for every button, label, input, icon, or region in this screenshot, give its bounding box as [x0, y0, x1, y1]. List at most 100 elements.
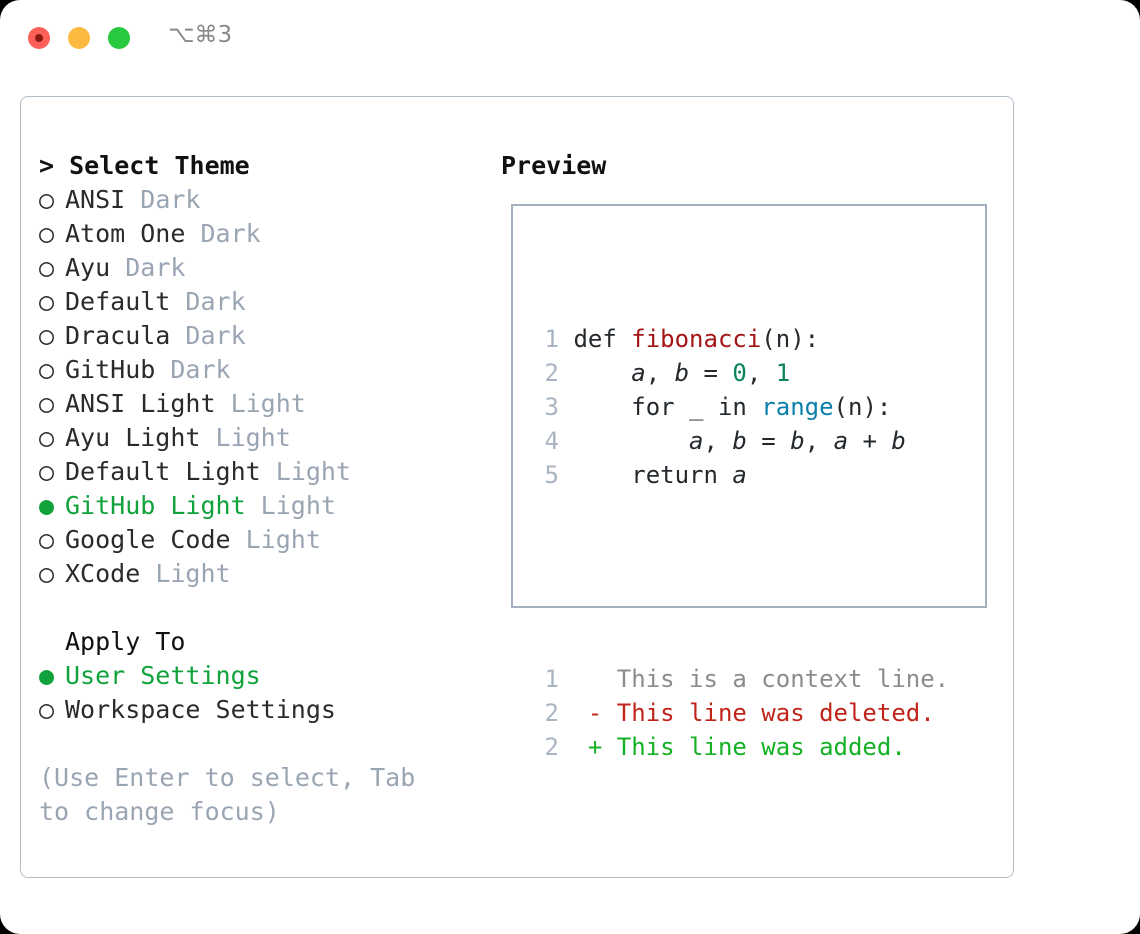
theme-name-label: GitHub Light [65, 491, 261, 520]
line-number: 5 [544, 461, 559, 489]
theme-variant-label: Dark [170, 355, 231, 384]
preview-column: Preview [501, 149, 1001, 183]
code-token: b [674, 359, 690, 387]
apply-to-label: User Settings [65, 661, 261, 690]
theme-list-item[interactable]: ○ ANSI Dark [39, 183, 469, 217]
theme-variant-label: Dark [185, 287, 246, 316]
theme-variant-label: Dark [140, 185, 201, 214]
theme-list-item[interactable]: ○ANSI Light Light [39, 387, 469, 421]
diff-line-number: 1 [544, 665, 559, 693]
theme-list-item[interactable]: ○Default Light Light [39, 455, 469, 489]
theme-name-label: ANSI [65, 185, 141, 214]
radio-unselected-icon: ○ [39, 253, 55, 282]
theme-list-item[interactable]: ○Ayu Dark [39, 251, 469, 285]
code-token: a [833, 427, 849, 455]
diff-line-text: + This line was added. [559, 733, 906, 761]
apply-to-list[interactable]: ● User Settings ○Workspace Settings [39, 659, 469, 727]
theme-variant-label: Light [245, 525, 321, 554]
theme-list-item[interactable]: ○ Ayu Light Light [39, 421, 469, 455]
code-token: return [573, 461, 733, 489]
code-token: 1 [775, 359, 791, 387]
diff-lines: 1 This is a context line. 2 - This line w… [533, 662, 950, 764]
theme-name-label: GitHub [65, 355, 171, 384]
radio-selected-icon: ● [39, 661, 55, 690]
radio-unselected-icon: ○ [39, 423, 55, 452]
apply-to-item[interactable]: ○Workspace Settings [39, 693, 469, 727]
theme-variant-label: Light [275, 457, 351, 486]
code-token: b [732, 427, 747, 455]
code-token: a [631, 359, 646, 387]
code-token: = [689, 359, 733, 387]
theme-variant-label: Light [155, 559, 231, 588]
theme-selection-column: > Select Theme ○ANSI Dark○Atom One Dark○… [39, 149, 469, 829]
line-number: 2 [544, 359, 559, 387]
diff-line-text: This is a context line. [559, 665, 950, 693]
apply-to-item[interactable]: ● User Settings [39, 659, 469, 693]
list-spacer [39, 591, 469, 625]
code-line: 4 a, b = b, a + b [533, 424, 949, 458]
code-line: 3 for _ in range(n): [533, 390, 949, 424]
theme-list[interactable]: ○ANSI Dark○Atom One Dark○Ayu Dark○Defaul… [39, 183, 469, 591]
radio-unselected-icon: ○ [39, 457, 55, 486]
code-token: 0 [732, 359, 747, 387]
title-bar: ⌥⌘3 [0, 0, 1140, 78]
keyboard-hint: (Use Enter to select, Tab to change focu… [39, 763, 416, 826]
code-token: for _ in [573, 393, 762, 421]
minimize-button[interactable] [68, 27, 90, 49]
radio-unselected-icon: ○ [39, 287, 55, 316]
diff-line-number: 2 [544, 699, 559, 727]
theme-variant-label: Dark [185, 321, 246, 350]
code-token: (n): [761, 325, 820, 353]
code-token: , [645, 359, 675, 387]
code-token: = [746, 427, 791, 455]
theme-list-item[interactable]: ○ Google Code Light [39, 523, 469, 557]
theme-list-item[interactable]: ○XCode Light [39, 557, 469, 591]
line-number: 1 [544, 325, 559, 353]
radio-unselected-icon: ○ [39, 219, 55, 248]
radio-unselected-icon: ○ [39, 559, 55, 588]
code-token: (n): [833, 393, 892, 421]
preview-heading: Preview [501, 151, 607, 180]
diff-line: 2 + This line was added. [533, 730, 949, 764]
maximize-button[interactable] [108, 27, 130, 49]
code-line: 5 return a [533, 458, 949, 492]
line-number: 3 [544, 393, 559, 421]
code-token: fibonacci [631, 325, 762, 353]
code-line: 1 def fibonacci(n): [533, 322, 949, 356]
code-token: def [573, 325, 632, 353]
theme-variant-label: Light [260, 491, 336, 520]
theme-list-item[interactable]: ○Dracula Dark [39, 319, 469, 353]
diff-line-number: 2 [544, 733, 559, 761]
code-token: b [790, 427, 805, 455]
theme-picker-panel: > Select Theme ○ANSI Dark○Atom One Dark○… [20, 96, 1014, 878]
code-token [573, 427, 689, 455]
radio-unselected-icon: ○ [39, 355, 55, 384]
theme-variant-label: Light [215, 423, 291, 452]
theme-name-label: Ayu Light [65, 423, 216, 452]
close-button[interactable] [28, 27, 50, 49]
radio-unselected-icon: ○ [39, 525, 55, 554]
theme-name-label: Google Code [65, 525, 246, 554]
code-token [573, 359, 631, 387]
hint-spacer [39, 727, 469, 761]
radio-unselected-icon: ○ [39, 389, 55, 418]
radio-unselected-icon: ○ [39, 695, 55, 724]
radio-unselected-icon: ○ [39, 185, 55, 214]
diff-line: 2 - This line was deleted. [533, 696, 949, 730]
theme-name-label: Default [65, 287, 186, 316]
code-token: + [848, 427, 892, 455]
theme-variant-label: Light [230, 389, 306, 418]
theme-list-item[interactable]: ○Atom One Dark [39, 217, 469, 251]
theme-list-item[interactable]: ○ Default Dark [39, 285, 469, 319]
theme-list-item[interactable]: ●GitHub Light Light [39, 489, 469, 523]
keyboard-shortcut-label: ⌥⌘3 [168, 22, 233, 48]
code-token: range [761, 393, 834, 421]
code-token: a [689, 427, 704, 455]
code-token: , [746, 359, 776, 387]
theme-list-item[interactable]: ○ GitHub Dark [39, 353, 469, 387]
code-token: , [804, 427, 834, 455]
